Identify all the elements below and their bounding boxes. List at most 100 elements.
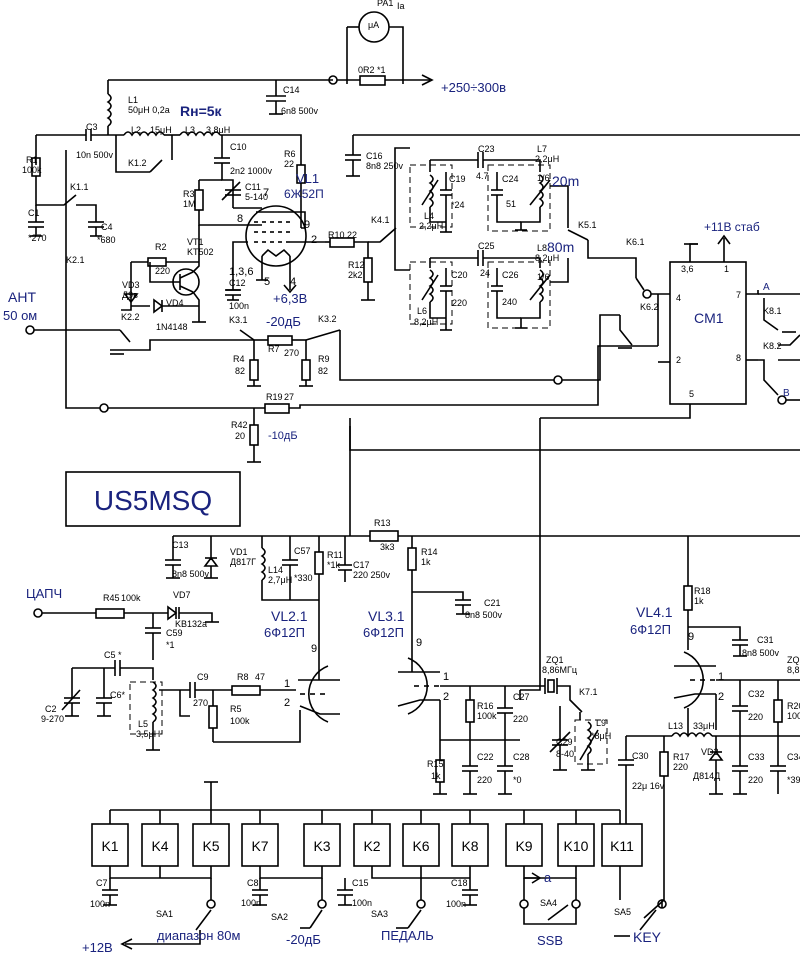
component-label: PA1 [377, 0, 393, 8]
relay-label: K2 [363, 838, 380, 854]
pin-label: 1 [443, 671, 449, 683]
component-label: R6 [284, 149, 296, 159]
relay-label: K5 [202, 838, 219, 854]
component-label: 220 [513, 714, 528, 724]
component-label: C34 [787, 752, 800, 762]
component-label: C2 [45, 704, 57, 714]
component-label: R18 [694, 586, 711, 596]
component-label: 7 [736, 290, 741, 300]
component-label: 100k [477, 711, 497, 721]
ant-line-top [35, 129, 302, 173]
component-label: K3.1 [229, 315, 248, 325]
component-label: R14 [421, 547, 438, 557]
component-label: C6* [110, 690, 126, 700]
component-label: 8,2μH [414, 317, 438, 327]
filter-80m [409, 250, 551, 331]
annotation-label: диапазон 80м [157, 928, 240, 943]
component-label: C1 [28, 208, 40, 218]
component-label: 220 [452, 298, 467, 308]
component-label: C19 [449, 174, 466, 184]
pin-label: 2 [718, 691, 724, 703]
annotation-label: +11В стаб [704, 220, 760, 234]
b-plus-bus-lower [165, 530, 800, 660]
component-label: 220 [673, 762, 688, 772]
component-label: 8n8 500v [465, 610, 503, 620]
pin-label: 4 [290, 276, 296, 288]
component-label: R17 [673, 752, 690, 762]
relay-label: K10 [564, 838, 589, 854]
component-label: R15 [427, 759, 444, 769]
component-label: 27 [284, 392, 294, 402]
component-label: 8 [736, 353, 741, 363]
component-label: C14 [283, 85, 300, 95]
annotation-label: 6Ж52П [284, 187, 324, 201]
component-label: R4 [233, 354, 245, 364]
component-label: 1k [694, 596, 704, 606]
component-label: 5-140 [245, 192, 268, 202]
component-label: L8 [537, 243, 547, 253]
component-label: L6 [417, 306, 427, 316]
annotation-label: +250÷300в [441, 80, 506, 95]
component-label: C33 [748, 752, 765, 762]
relay-label: K4 [151, 838, 168, 854]
tube-vl4 [673, 651, 800, 730]
component-label: L4 [424, 211, 434, 221]
annotation-label: АНТ [8, 289, 36, 305]
component-label: 8,86МГц [542, 665, 577, 675]
tap-label: 1/6 [537, 272, 550, 282]
component-label: *270 [28, 233, 47, 243]
component-label: 8n8 250v [366, 161, 404, 171]
component-label: 220 250v [353, 570, 391, 580]
component-label: 20 [235, 431, 245, 441]
component-label: 270 [193, 698, 208, 708]
component-label: 220 [748, 712, 763, 722]
component-label: K1.1 [70, 182, 89, 192]
component-label: ZQ2 [787, 655, 800, 665]
component-label: R5 [230, 704, 242, 714]
choke-l1 [106, 80, 112, 135]
pin-label: 7 [263, 187, 269, 199]
component-label: 100k [230, 716, 250, 726]
pin-label: 2 [284, 697, 290, 709]
component-label: L13 [668, 721, 683, 731]
pin-label: 1,3,6 [229, 266, 253, 278]
component-label: *1k [327, 560, 341, 570]
tube-vl3 [397, 650, 545, 795]
relay-bank [91, 781, 643, 906]
component-label: R11 [327, 550, 343, 560]
component-label: C59 [166, 628, 183, 638]
component-label: 2,2μH [419, 221, 443, 231]
component-label: R2 [155, 242, 167, 252]
component-label: 50μH 0,2a [128, 105, 170, 115]
afc-input [33, 605, 219, 660]
zq1-k7 [519, 678, 608, 771]
component-label: 8n8 500v [172, 569, 210, 579]
component-label: L7 [537, 144, 547, 154]
component-label: L9 [596, 718, 606, 728]
component-label: K6.1 [626, 237, 645, 247]
component-label: C12 [229, 278, 246, 288]
callsign-box [65, 471, 241, 527]
component-label: SA2 [271, 912, 288, 922]
component-label: 6n8 500v [281, 106, 319, 116]
component-label: L14 [268, 565, 283, 575]
annotation-label: 80m [547, 239, 574, 255]
component-label: KB132a [175, 619, 207, 629]
component-label: 100n [446, 899, 466, 909]
component-label: 100n [90, 899, 110, 909]
component-label: 220 [477, 775, 492, 785]
component-label: *680 [97, 235, 116, 245]
annotation-label: -20дБ [266, 314, 301, 329]
annotation-label: -10дБ [268, 430, 298, 442]
component-label: R3 [183, 189, 195, 199]
component-label: R9 [318, 354, 330, 364]
component-label: VD1 [230, 547, 248, 557]
component-label: 8,2μH [535, 253, 559, 263]
component-label: C24 [502, 174, 519, 184]
annotation-label: ПЕДАЛЬ [381, 928, 434, 943]
component-label: C57 [294, 546, 311, 556]
component-label: 100n [241, 898, 261, 908]
